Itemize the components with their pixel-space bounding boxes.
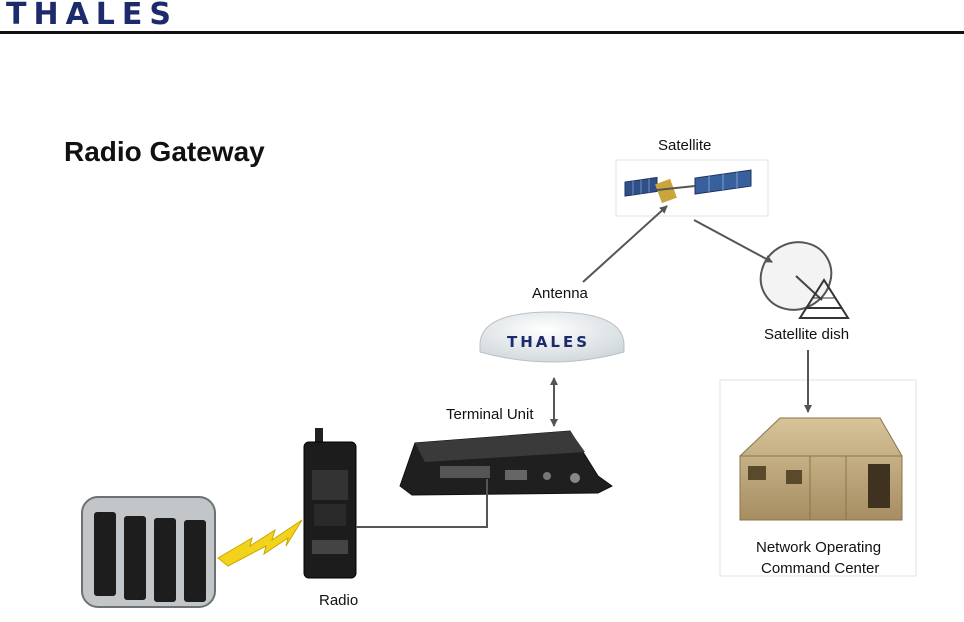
radio-device	[304, 428, 356, 578]
radio-label: Radio	[319, 592, 358, 609]
command-center-label-line2: Command Center	[761, 560, 879, 577]
arrow-satellite-to-dish	[694, 220, 772, 262]
terminal-unit-label: Terminal Unit	[446, 406, 534, 423]
wireless-link-lightning	[218, 520, 302, 566]
satellite-dish-image	[748, 229, 848, 322]
handheld-radios-group	[82, 497, 215, 607]
arrow-antenna-to-satellite	[583, 206, 667, 282]
antenna-brand-text: THALES	[507, 333, 590, 351]
command-center-label-line1: Network Operating	[756, 539, 881, 556]
satellite-dish-label: Satellite dish	[764, 326, 849, 343]
satellite-image	[616, 160, 768, 216]
terminal-unit-device	[400, 431, 612, 495]
antenna-label: Antenna	[532, 285, 588, 302]
satellite-label: Satellite	[658, 137, 711, 154]
